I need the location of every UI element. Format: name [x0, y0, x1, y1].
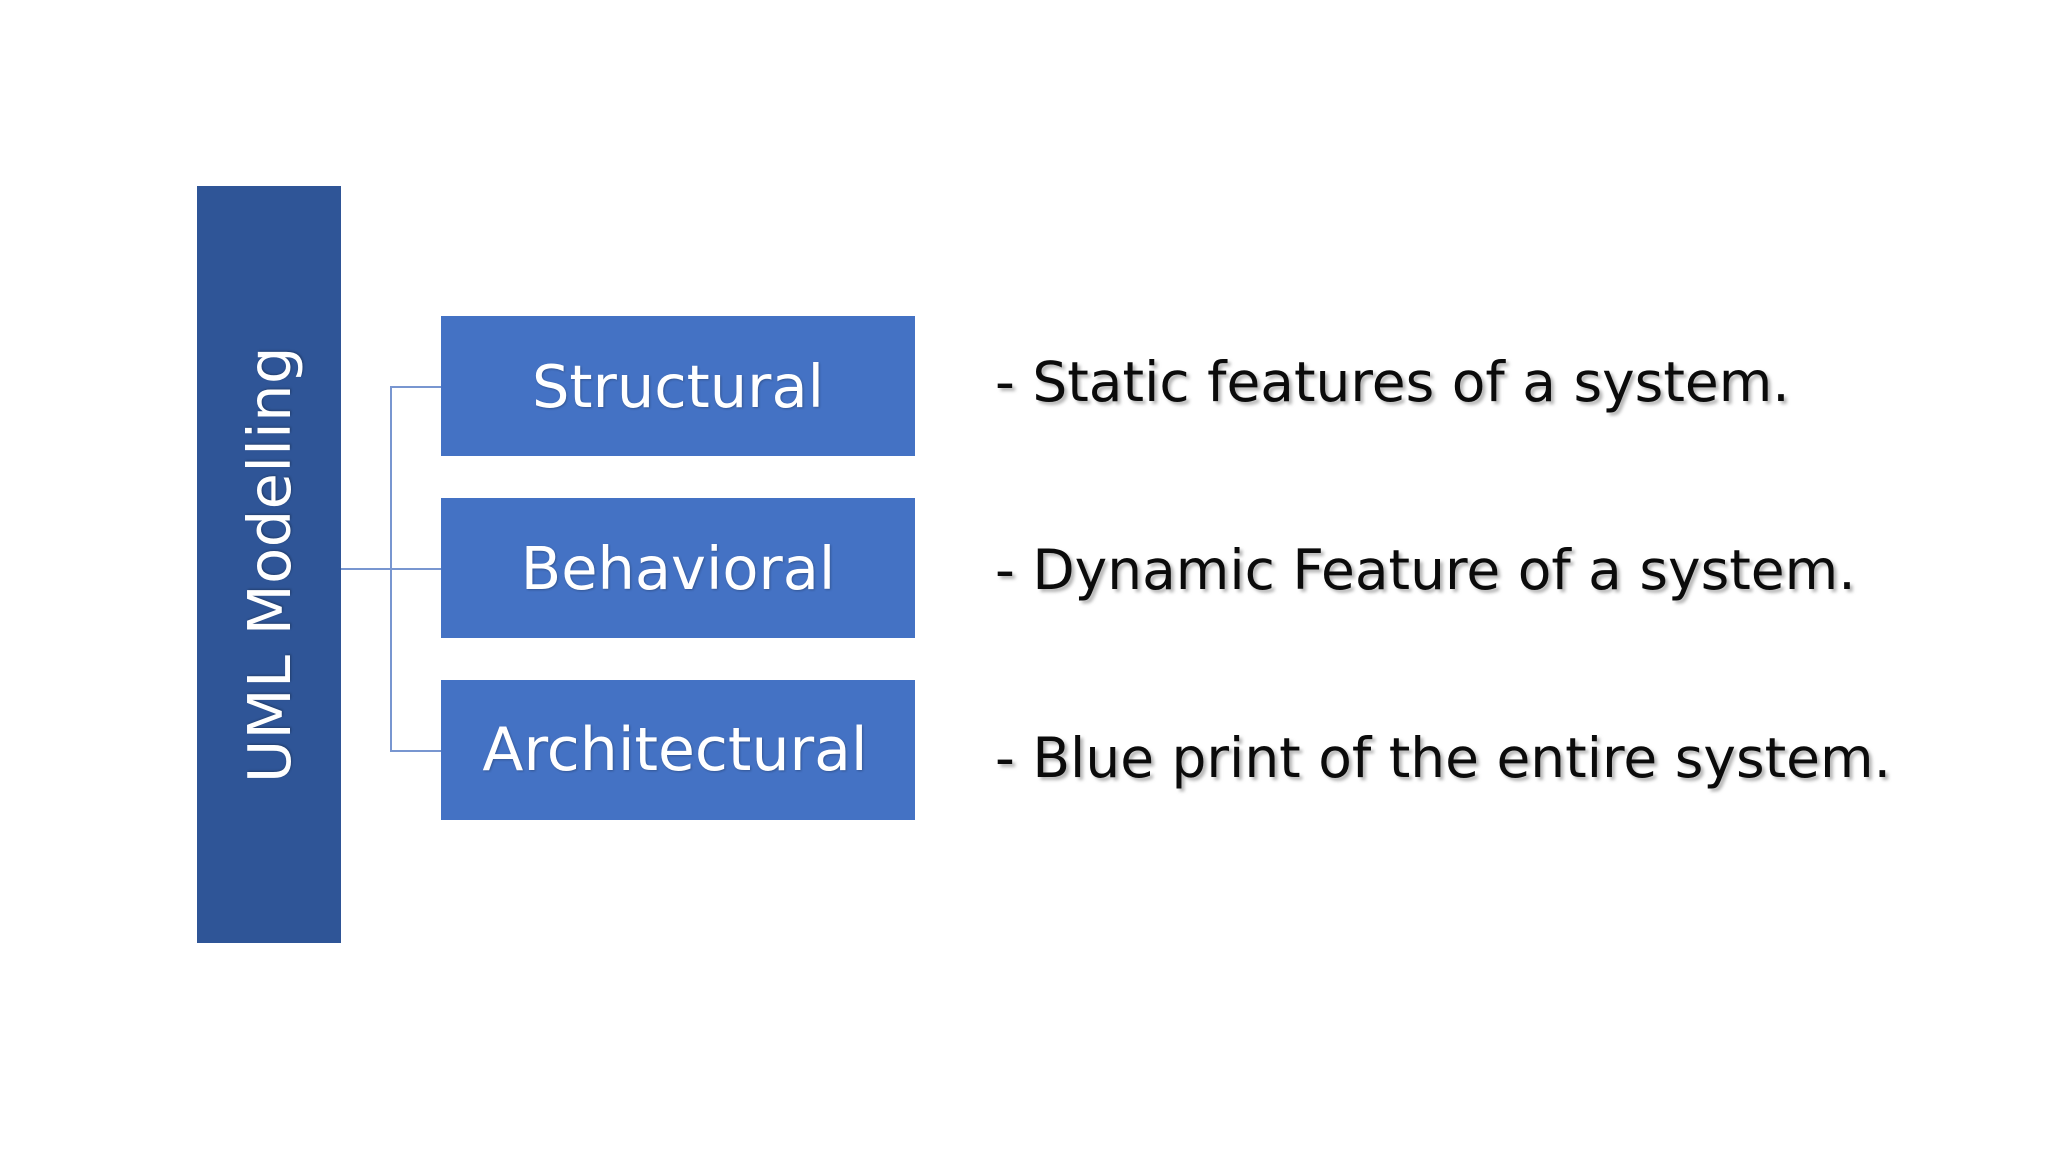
- connector-branch-behavioral: [391, 568, 443, 570]
- connector-stub-root: [341, 568, 391, 570]
- connector-branch-structural: [391, 386, 443, 388]
- description-structural: - Static features of a system.: [995, 350, 1790, 414]
- root-node-uml-modelling[interactable]: UML Modelling: [197, 186, 341, 943]
- category-label-structural: Structural: [531, 351, 824, 421]
- category-label-behavioral: Behavioral: [520, 533, 836, 603]
- category-box-behavioral[interactable]: Behavioral: [441, 498, 915, 638]
- category-box-architectural[interactable]: Architectural: [441, 680, 915, 820]
- category-label-architectural: Architectural: [482, 715, 868, 785]
- category-box-structural[interactable]: Structural: [441, 316, 915, 456]
- description-behavioral: - Dynamic Feature of a system.: [995, 538, 1856, 602]
- root-node-label: UML Modelling: [234, 346, 304, 783]
- connector-branch-architectural: [391, 750, 443, 752]
- description-architectural: - Blue print of the entire system.: [995, 726, 1892, 790]
